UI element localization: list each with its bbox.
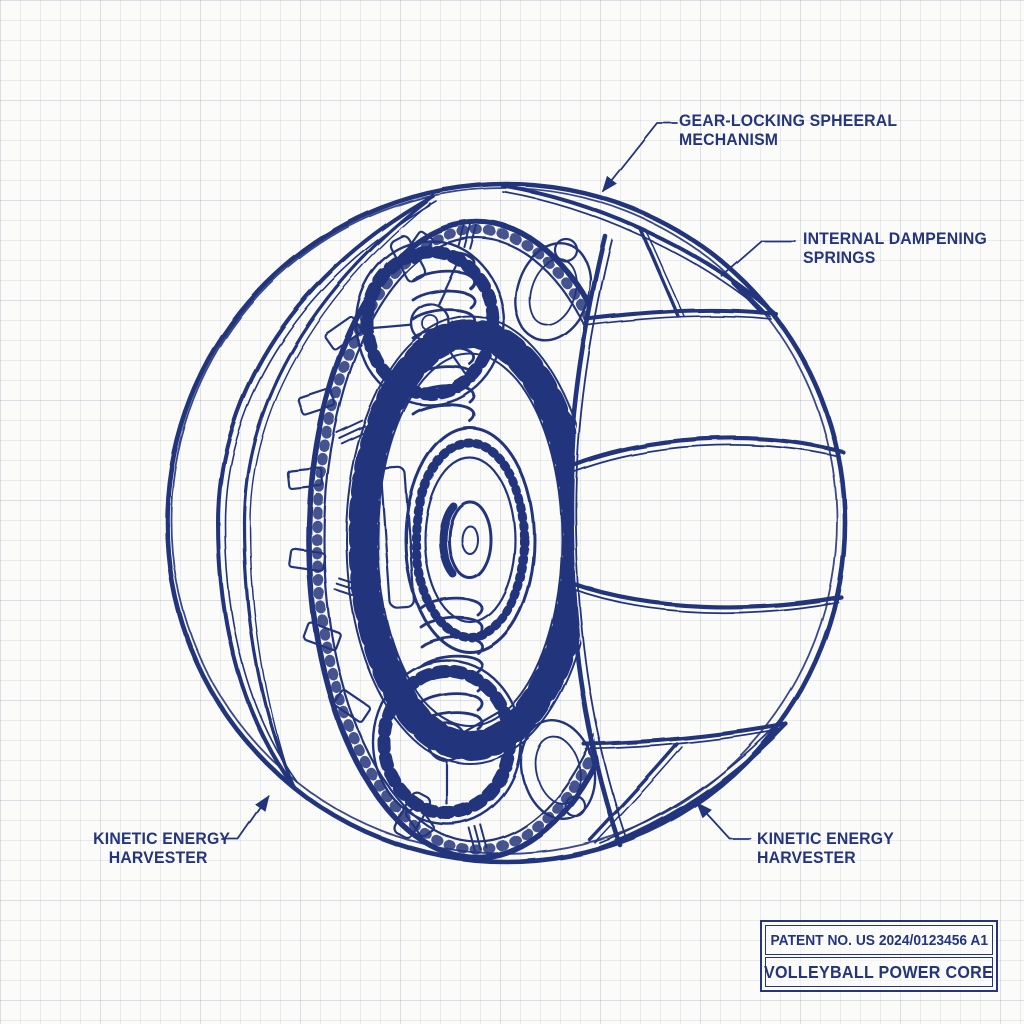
hatch-marks bbox=[333, 221, 488, 853]
support-bars bbox=[380, 235, 431, 839]
seam-divider-2 bbox=[731, 281, 768, 315]
planet-gear-bottom bbox=[371, 658, 523, 826]
leader-lines bbox=[221, 122, 796, 840]
seam-bottom-panel bbox=[582, 722, 788, 750]
cam-pulley-bottom bbox=[519, 719, 597, 821]
seam-top-sliver bbox=[501, 184, 777, 318]
label-line: MECHANISM bbox=[679, 130, 779, 149]
patent-number: PATENT NO. US 2024/0123456 A1 bbox=[770, 931, 988, 949]
label-line: KINETIC ENERGY bbox=[93, 829, 231, 848]
cavity-rim bbox=[306, 219, 630, 861]
leader-dampening-springs bbox=[721, 240, 796, 277]
gear-mechanism bbox=[286, 221, 597, 853]
label-kinetic-energy-harvester-left: KINETIC ENERGY HARVESTER bbox=[88, 829, 231, 867]
coil-spring-bottom bbox=[419, 597, 484, 750]
seam-bottom-sliver bbox=[598, 719, 788, 850]
bearing-hatch bbox=[411, 438, 529, 642]
leader-kinetic-left bbox=[221, 794, 270, 840]
leader-gear-locking bbox=[601, 122, 678, 193]
label-internal-dampening-springs: INTERNAL DAMPENING SPRINGS bbox=[803, 229, 1001, 267]
seam-top-panel bbox=[584, 308, 778, 326]
cam-pulley-top bbox=[514, 237, 592, 343]
label-line: GEAR-LOCKING SPHEERAL bbox=[679, 111, 898, 130]
panel-cut-edge bbox=[566, 233, 628, 848]
label-line: INTERNAL DAMPENING bbox=[803, 229, 988, 248]
drawing-title-row: VOLLEYBALL POWER CORE bbox=[764, 957, 994, 987]
label-line: KINETIC ENERGY bbox=[757, 829, 895, 848]
center-bore bbox=[447, 500, 493, 580]
label-line: HARVESTER bbox=[108, 848, 208, 867]
seam-divider-1 bbox=[638, 226, 685, 318]
label-line: SPRINGS bbox=[803, 248, 876, 267]
drawing-title: VOLLEYBALL POWER CORE bbox=[764, 961, 994, 982]
label-line: HARVESTER bbox=[757, 848, 856, 867]
seam-mid-upper bbox=[564, 435, 846, 474]
seam-mid-lower bbox=[567, 580, 844, 614]
volleyball-seams bbox=[501, 184, 846, 850]
rim-tick-hatch bbox=[312, 225, 630, 855]
label-gear-locking-mechanism: GEAR-LOCKING SPHEERAL MECHANISM bbox=[679, 111, 914, 149]
bore-shade bbox=[438, 502, 457, 578]
patent-number-row: PATENT NO. US 2024/0123456 A1 bbox=[765, 925, 993, 955]
coil-spring-top bbox=[411, 251, 476, 423]
peeled-shell-crescent bbox=[216, 194, 437, 788]
leader-kinetic-right bbox=[695, 801, 751, 839]
label-kinetic-energy-harvester-right: KINETIC ENERGY HARVESTER bbox=[757, 829, 904, 867]
title-block: PATENT NO. US 2024/0123456 A1 VOLLEYBALL… bbox=[760, 920, 998, 992]
seam-bottom-divider bbox=[588, 742, 683, 844]
